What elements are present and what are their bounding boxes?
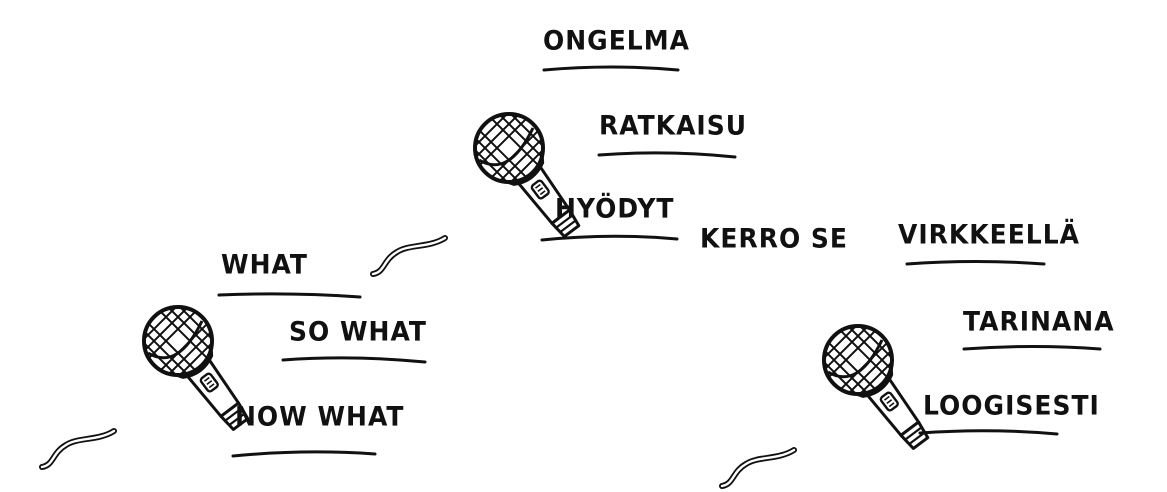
word-virkkeella: VIRKKEELLÄ bbox=[898, 219, 1081, 250]
word-loogisesti: LOOGISESTI bbox=[923, 390, 1100, 421]
word-what: WHAT bbox=[221, 249, 308, 280]
underline bbox=[918, 429, 1059, 436]
word-tarinana: TARINANA bbox=[963, 306, 1115, 337]
underlines bbox=[217, 65, 1102, 458]
word-now-what: NOW WHAT bbox=[235, 401, 405, 432]
underline bbox=[217, 292, 362, 299]
word-ongelma: ONGELMA bbox=[543, 25, 690, 56]
word-ratkaisu: RATKAISU bbox=[599, 110, 748, 141]
underline bbox=[962, 345, 1102, 351]
underline bbox=[542, 65, 680, 72]
word-hyodyt: HYÖDYT bbox=[555, 193, 675, 224]
word-so-what: SO WHAT bbox=[289, 316, 427, 347]
microphone-icon bbox=[42, 297, 261, 467]
underline bbox=[231, 450, 377, 458]
underline bbox=[905, 260, 1046, 266]
microphone-icon bbox=[722, 316, 941, 486]
underline bbox=[597, 151, 737, 159]
word-kerro-se: KERRO SE bbox=[700, 223, 848, 254]
underline bbox=[540, 234, 679, 242]
microphone-icon bbox=[373, 104, 592, 274]
underline bbox=[281, 356, 427, 364]
